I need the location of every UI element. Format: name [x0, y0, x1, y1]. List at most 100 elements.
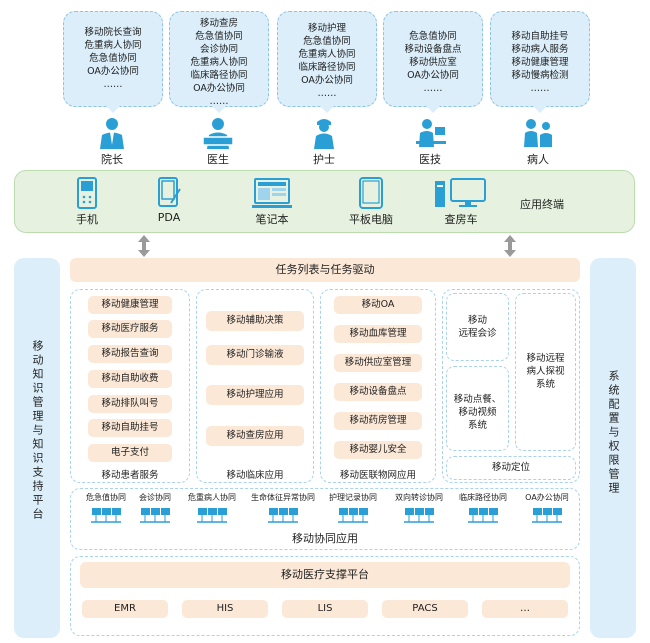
role-label: 院长 [101, 153, 123, 166]
remote-visit-card: 移动远程 病人探视 系统 [515, 293, 576, 451]
collab-label: 生命体征异常协同 [251, 493, 315, 502]
right-sidebar-label: 系统配置与权限管理 [607, 370, 620, 496]
role-doctor: 医生 [194, 117, 242, 167]
app-pill: 移动供应室管理 [334, 354, 422, 372]
app-pill: 移动健康管理 [88, 296, 172, 314]
tip-item: …… [103, 79, 123, 90]
device-label: PDA [157, 211, 181, 224]
system-lis: LIS [282, 600, 368, 618]
tip-item: 危重病人协同 [190, 57, 248, 68]
networked-computers-icon [532, 508, 562, 523]
networked-computers-icon [91, 508, 121, 523]
laptop-icon [252, 178, 292, 208]
tip-item: …… [530, 83, 550, 94]
tip-item: 危急值协同 [89, 53, 137, 64]
collab-label: 危急值协同 [86, 493, 126, 502]
app-pill: 移动药房管理 [334, 412, 422, 430]
device-label: 平板电脑 [349, 213, 393, 226]
device-tablet: 平板电脑 [340, 177, 402, 227]
dean-icon [100, 118, 124, 149]
tip-item: 会诊协同 [199, 44, 238, 55]
collab-item: 危急值协同 [76, 492, 136, 526]
collab-item: 双向转诊协同 [388, 492, 450, 526]
networked-computers-icon [404, 508, 434, 523]
collab-label: 双向转诊协同 [395, 493, 443, 502]
tip-item: 危急值协同 [409, 31, 457, 42]
app-pill: 移动查房应用 [206, 426, 304, 446]
pda-icon [158, 177, 181, 207]
terminal-title: 应用终端 [520, 198, 564, 211]
tip-item: OA办公协同 [193, 83, 245, 94]
right-sidebar: 系统配置与权限管理 [590, 258, 636, 638]
tip-item: 危重病人协同 [84, 40, 142, 51]
collab-item: 临床路径协同 [452, 492, 514, 526]
role-tip-tech: 危急值协同 移动设备盘点 移动供应室 OA办公协同 …… [383, 11, 483, 113]
terminal-bar [14, 170, 635, 233]
role-tip-patient: 移动自助挂号 移动病人服务 移动健康管理 移动慢病检测 …… [490, 11, 590, 113]
system-his: HIS [182, 600, 268, 618]
app-pill: 移动护理应用 [206, 385, 304, 405]
tablet-icon [359, 177, 383, 209]
left-sidebar-label: 移动知识管理与知识支持平台 [31, 340, 44, 522]
collab-label: 临床路径协同 [459, 493, 507, 502]
tip-item: …… [209, 96, 229, 107]
tip-item: 危急值协同 [195, 31, 243, 42]
tip-item: OA办公协同 [87, 66, 139, 77]
technician-icon [416, 119, 446, 147]
role-dean: 院长 [88, 117, 136, 167]
collab-item: 危重病人协同 [182, 492, 242, 526]
tip-item: 移动护理 [307, 23, 346, 34]
app-pill: 移动排队叫号 [88, 395, 172, 413]
tip-item: 移动慢病检测 [511, 70, 569, 81]
phone-icon [77, 177, 97, 209]
collab-panel [70, 488, 580, 550]
app-pill: 移动自助挂号 [88, 419, 172, 437]
networked-computers-icon [338, 508, 368, 523]
nurse-icon [314, 119, 334, 149]
meal-video-card: 移动点餐、 移动视频 系统 [446, 366, 509, 451]
tip-item: 移动院长查询 [84, 27, 142, 38]
networked-computers-icon [197, 508, 227, 523]
collab-label: OA办公协同 [525, 493, 569, 502]
tip-item: 临床路径协同 [298, 62, 356, 73]
networked-computers-icon [468, 508, 498, 523]
tip-item: OA办公协同 [301, 75, 353, 86]
device-label: 手机 [76, 213, 98, 226]
app-pill: 移动医疗服务 [88, 320, 172, 338]
role-tip-dean: 移动院长查询 危重病人协同 危急值协同 OA办公协同 …… [63, 11, 163, 113]
collab-item: 生命体征异常协同 [244, 492, 322, 526]
tip-item: 危重病人协同 [298, 49, 356, 60]
positioning-card: 移动定位 [446, 456, 576, 480]
tip-item: 移动自助挂号 [511, 31, 569, 42]
networked-computers-icon [140, 508, 170, 523]
collab-label: 会诊协同 [139, 493, 171, 502]
group-title: 移动医联物网应用 [339, 470, 416, 481]
tip-item: 移动设备盘点 [404, 44, 462, 55]
tip-item: …… [317, 88, 337, 99]
up-down-arrow-icon [138, 235, 150, 257]
role-label: 护士 [313, 153, 335, 166]
left-sidebar: 移动知识管理与知识支持平台 [14, 258, 60, 638]
app-pill: 移动自助收费 [88, 370, 172, 388]
role-label: 病人 [527, 153, 549, 166]
group-patient-services [70, 289, 190, 483]
system-emr: EMR [82, 600, 168, 618]
app-pill: 移动辅助决策 [206, 311, 304, 331]
collab-item: 会诊协同 [130, 492, 180, 526]
tip-item: …… [423, 83, 443, 94]
device-pda: PDA [146, 177, 192, 224]
ward-round-cart-icon [435, 178, 486, 207]
tip-item: 临床路径协同 [190, 70, 248, 81]
collab-item: 护理记录协同 [322, 492, 384, 526]
tip-item: 移动查房 [199, 18, 238, 29]
app-pill: 移动报告查询 [88, 345, 172, 363]
device-label: 笔记本 [255, 213, 289, 226]
role-label: 医技 [419, 153, 441, 166]
collab-label: 护理记录协同 [329, 493, 377, 502]
collab-label: 危重病人协同 [188, 493, 236, 502]
device-cart: 查房车 [426, 177, 496, 227]
group-remote [442, 289, 580, 483]
role-nurse: 护士 [300, 117, 348, 167]
platform-panel [70, 556, 580, 636]
up-down-arrow-icon [504, 235, 516, 257]
